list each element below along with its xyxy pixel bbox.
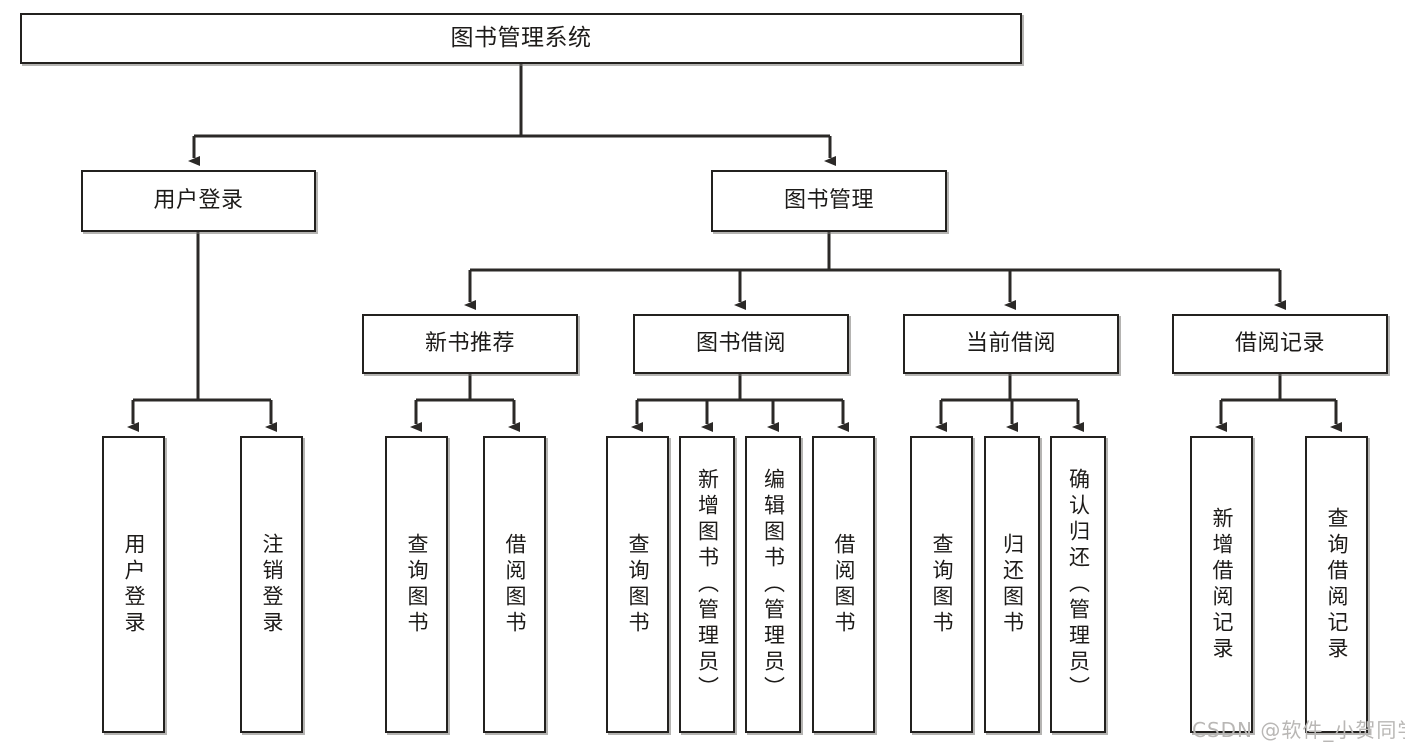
node-label: 新增图书（管理员） (695, 467, 720, 702)
node-label: 图书管理 (783, 188, 874, 214)
node-borrow-record[interactable]: 借阅记录 (1172, 314, 1388, 374)
node-label: 借阅图书 (832, 532, 856, 637)
node-label: 编辑图书（管理员） (761, 467, 786, 702)
node-label: 查询图书 (405, 532, 429, 637)
node-leaf-logout-login[interactable]: 注销登录 (240, 436, 303, 733)
node-label: 用户登录 (122, 532, 146, 637)
node-leaf-borrow-book-2[interactable]: 借阅图书 (812, 436, 875, 733)
node-label: 注销登录 (260, 532, 284, 637)
watermark-label: CSDN @软件_小贺同学 (1192, 718, 1405, 742)
node-book-borrow[interactable]: 图书借阅 (633, 314, 849, 374)
node-leaf-edit-book[interactable]: 编辑图书（管理员） (745, 436, 801, 733)
node-label: 用户登录 (153, 188, 244, 214)
node-leaf-query-record[interactable]: 查询借阅记录 (1305, 436, 1368, 733)
node-label: 确认归还（管理员） (1066, 467, 1091, 702)
node-label: 查询借阅记录 (1325, 506, 1349, 663)
node-leaf-user-login[interactable]: 用户登录 (102, 436, 165, 733)
node-label: 查询图书 (626, 532, 650, 637)
node-label: 当前借阅 (965, 331, 1056, 357)
node-label: 归还图书 (1000, 532, 1025, 637)
node-current-borrow[interactable]: 当前借阅 (903, 314, 1119, 374)
node-leaf-borrow-book-1[interactable]: 借阅图书 (483, 436, 546, 733)
node-label: 新书推荐 (424, 331, 515, 357)
node-leaf-query-book-1[interactable]: 查询图书 (385, 436, 448, 733)
node-label: 借阅图书 (503, 532, 527, 637)
node-user-login[interactable]: 用户登录 (81, 170, 316, 232)
node-label: 新增借阅记录 (1210, 506, 1234, 663)
node-leaf-query-book-3[interactable]: 查询图书 (910, 436, 973, 733)
node-new-book-recommend[interactable]: 新书推荐 (362, 314, 578, 374)
node-leaf-confirm-return[interactable]: 确认归还（管理员） (1050, 436, 1106, 733)
node-leaf-query-book-2[interactable]: 查询图书 (606, 436, 669, 733)
node-label: 图书管理系统 (450, 24, 592, 51)
node-root-system[interactable]: 图书管理系统 (20, 13, 1022, 64)
node-book-manage[interactable]: 图书管理 (711, 170, 947, 232)
node-label: 查询图书 (930, 532, 954, 637)
node-label: 借阅记录 (1234, 331, 1325, 357)
node-leaf-return-book[interactable]: 归还图书 (984, 436, 1040, 733)
node-label: 图书借阅 (695, 331, 786, 357)
node-leaf-add-record[interactable]: 新增借阅记录 (1190, 436, 1253, 733)
node-leaf-add-book[interactable]: 新增图书（管理员） (679, 436, 735, 733)
